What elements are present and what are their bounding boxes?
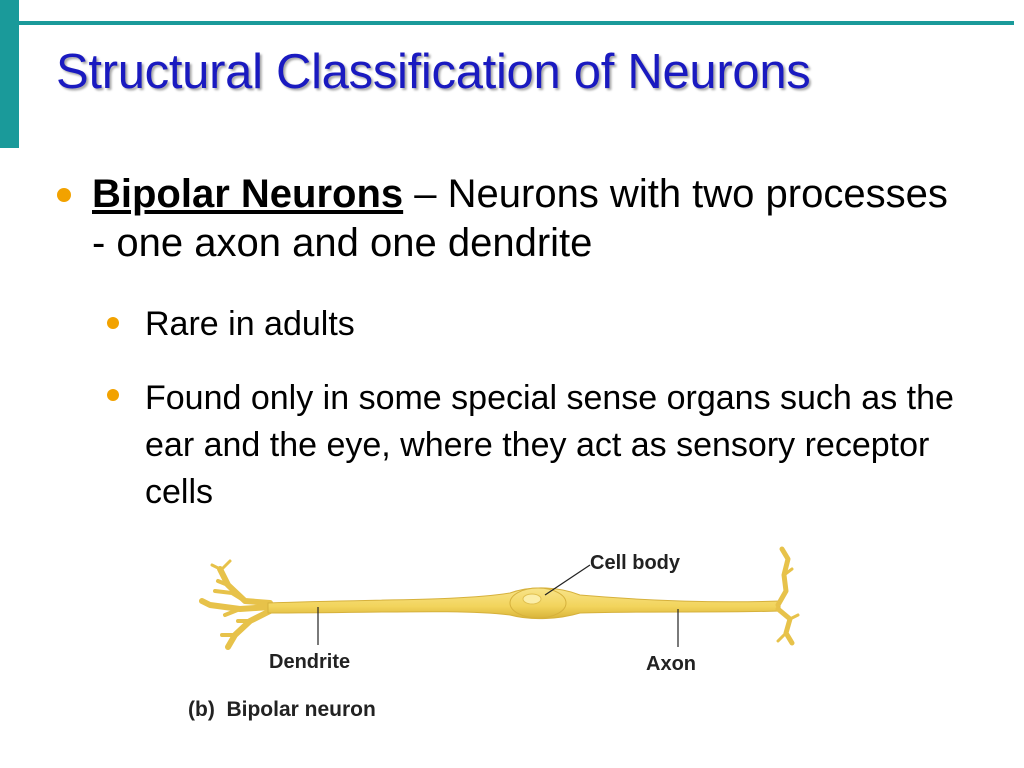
bullet-dot-icon	[107, 389, 119, 401]
sub-bullet: Found only in some special sense organs …	[145, 379, 954, 511]
bipolar-neuron-illustration	[199, 546, 800, 650]
main-bullet: Bipolar Neurons – Neurons with two proce…	[92, 170, 972, 268]
top-rule	[19, 21, 1014, 25]
sub-bullet: Rare in adults	[145, 305, 355, 343]
bipolar-neuron-figure: Cell body Dendrite Axon (b) Bipolar neur…	[180, 535, 820, 735]
axon-terminals	[775, 546, 800, 646]
dendrite-branches	[199, 559, 273, 650]
bullet-dot-icon	[57, 188, 71, 202]
figure-caption: (b) Bipolar neuron	[188, 698, 376, 721]
dendrite-label: Dendrite	[269, 651, 351, 673]
cell-body-leader-line	[544, 564, 591, 596]
axon-label: Axon	[646, 653, 696, 675]
accent-bar	[0, 0, 19, 148]
bullet-dot-icon	[107, 317, 119, 329]
slide-title: Structural Classification of Neurons	[56, 45, 811, 99]
bullet-term: Bipolar Neurons	[92, 172, 404, 216]
cell-body-label: Cell body	[590, 552, 681, 574]
bullet-text: – Neurons with two processes - one axon …	[92, 172, 948, 265]
